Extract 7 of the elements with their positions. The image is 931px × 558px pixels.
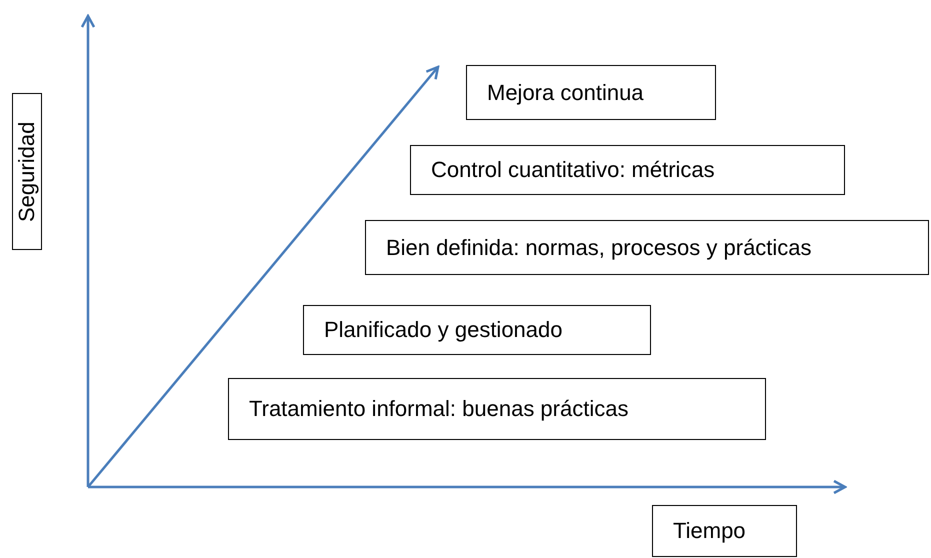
level-box: Control cuantitativo: métricas bbox=[410, 145, 845, 195]
level-box: Bien definida: normas, procesos y prácticas bbox=[365, 220, 929, 275]
level-box: Mejora continua bbox=[466, 65, 716, 120]
level-box: Planificado y gestionado bbox=[303, 305, 651, 355]
axis-title-box: Seguridad bbox=[12, 93, 42, 250]
axis-title-box: Tiempo bbox=[652, 505, 797, 557]
level-box: Tratamiento informal: buenas prácticas bbox=[228, 378, 766, 440]
